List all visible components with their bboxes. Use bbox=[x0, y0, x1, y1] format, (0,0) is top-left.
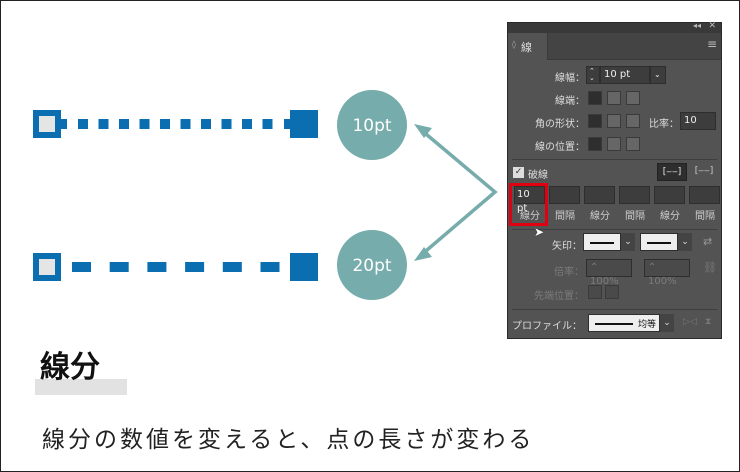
start-arrow-select[interactable] bbox=[583, 233, 621, 251]
dash-segment bbox=[109, 262, 129, 272]
panel-titlebar: ◂◂ ✕ bbox=[508, 21, 721, 33]
dash-segment bbox=[61, 119, 67, 129]
tab-toggle-icon: ◊ bbox=[512, 40, 516, 49]
end-scale-input[interactable]: ⌃ 100% bbox=[644, 259, 690, 287]
mouse-cursor-icon: ➤ bbox=[534, 225, 545, 239]
dash-segment bbox=[147, 262, 167, 272]
gap-caption: 間隔 bbox=[625, 211, 645, 222]
align-inside-icon[interactable] bbox=[607, 137, 621, 151]
butt-cap-icon[interactable] bbox=[588, 91, 602, 105]
align-outside-icon[interactable] bbox=[626, 137, 640, 151]
dash-caption: 線分 bbox=[660, 211, 680, 222]
gap-input-3[interactable] bbox=[689, 186, 720, 204]
dash-segment bbox=[160, 119, 170, 129]
profile-select[interactable]: 均等 bbox=[588, 314, 660, 332]
end-anchor-point bbox=[290, 253, 318, 281]
flip-vertical-icon[interactable]: ⧗ bbox=[705, 317, 712, 327]
dash-segment bbox=[260, 262, 280, 272]
end-arrow-dropdown[interactable]: ⌄ bbox=[678, 233, 692, 251]
dash-segment bbox=[262, 119, 273, 129]
dashed-checkbox[interactable]: ✓ bbox=[513, 167, 524, 178]
start-scale-input[interactable]: ⌃ 100% bbox=[586, 259, 632, 287]
dash-segment bbox=[78, 119, 88, 129]
stroke-width-stepper[interactable]: ⌃⌄ bbox=[586, 66, 600, 84]
stroke-width-dropdown[interactable]: ⌄ bbox=[650, 66, 666, 84]
tip-extend-icon[interactable] bbox=[588, 285, 602, 299]
dash-caption: 線分 bbox=[590, 211, 610, 222]
caption-heading: 線分 bbox=[40, 350, 100, 385]
gap-input-1[interactable] bbox=[549, 186, 580, 204]
dash-input-2[interactable] bbox=[584, 186, 615, 204]
heading-highlight bbox=[35, 379, 127, 395]
flip-horizontal-icon[interactable]: ▷◁ bbox=[683, 317, 697, 327]
link-scale-icon[interactable]: ⛓ bbox=[703, 261, 717, 274]
gap-caption: 間隔 bbox=[695, 211, 715, 222]
dash-segment bbox=[221, 119, 232, 129]
preserve-dash-icon[interactable]: [‒‒] bbox=[657, 163, 687, 181]
round-join-icon[interactable] bbox=[607, 114, 621, 128]
dash-segment bbox=[242, 119, 252, 129]
miter-join-icon[interactable] bbox=[588, 114, 602, 128]
stroke-panel: ◂◂ ✕ ◊ 線 ≡ 線幅： ⌃⌄ 10 pt ⌄ 線端： 角の形状： 比率： … bbox=[507, 21, 722, 339]
gap-input-2[interactable] bbox=[619, 186, 650, 204]
dash-segment bbox=[222, 262, 242, 272]
gap-caption: 間隔 bbox=[555, 211, 575, 222]
collapse-icon[interactable]: ◂◂ bbox=[692, 21, 701, 30]
label-20pt: 20pt bbox=[352, 256, 391, 276]
dash-segment bbox=[180, 119, 191, 129]
tab-stroke[interactable]: ◊ 線 bbox=[508, 33, 548, 60]
dash-segment bbox=[185, 262, 205, 272]
swap-arrows-icon[interactable]: ⇄ bbox=[703, 235, 713, 248]
dash-segment bbox=[284, 119, 290, 129]
round-cap-icon[interactable] bbox=[607, 91, 621, 105]
dash-input-1[interactable]: 10 pt bbox=[514, 186, 545, 214]
dash-segment bbox=[139, 119, 150, 129]
tip-inside-icon[interactable] bbox=[605, 285, 619, 299]
close-icon[interactable]: ✕ bbox=[708, 21, 716, 31]
dash-segment bbox=[72, 262, 91, 272]
label-circle-10pt bbox=[337, 90, 407, 160]
dashed-line-20pt bbox=[33, 253, 318, 281]
dash-segment bbox=[98, 119, 109, 129]
bevel-join-icon[interactable] bbox=[626, 114, 640, 128]
profile-dropdown[interactable]: ⌄ bbox=[660, 314, 674, 332]
projecting-cap-icon[interactable] bbox=[626, 91, 640, 105]
end-anchor-point bbox=[290, 110, 318, 138]
caption-sentence: 線分の数値を変えると、点の長さが変わる bbox=[42, 427, 535, 453]
end-arrow-select[interactable] bbox=[640, 233, 678, 251]
dash-segment bbox=[201, 119, 211, 129]
highlight-dash-field bbox=[509, 183, 548, 226]
miter-limit-input[interactable]: 10 bbox=[680, 112, 716, 130]
dash-caption: 線分 bbox=[520, 211, 540, 222]
align-dash-icon[interactable]: [‒‒] bbox=[694, 166, 714, 176]
align-center-icon[interactable] bbox=[588, 137, 602, 151]
pointer-arrows bbox=[414, 124, 498, 261]
panel-menu-icon[interactable]: ≡ bbox=[706, 37, 717, 51]
start-arrow-dropdown[interactable]: ⌄ bbox=[621, 233, 635, 251]
stroke-width-input[interactable]: 10 pt bbox=[600, 66, 650, 84]
label-circle-20pt bbox=[337, 230, 407, 300]
dash-segment bbox=[119, 119, 129, 129]
dash-input-3[interactable] bbox=[654, 186, 685, 204]
start-anchor-fill bbox=[39, 116, 55, 132]
start-anchor-fill bbox=[39, 259, 55, 275]
label-10pt: 10pt bbox=[352, 116, 391, 136]
dashed-line-10pt bbox=[33, 110, 318, 138]
